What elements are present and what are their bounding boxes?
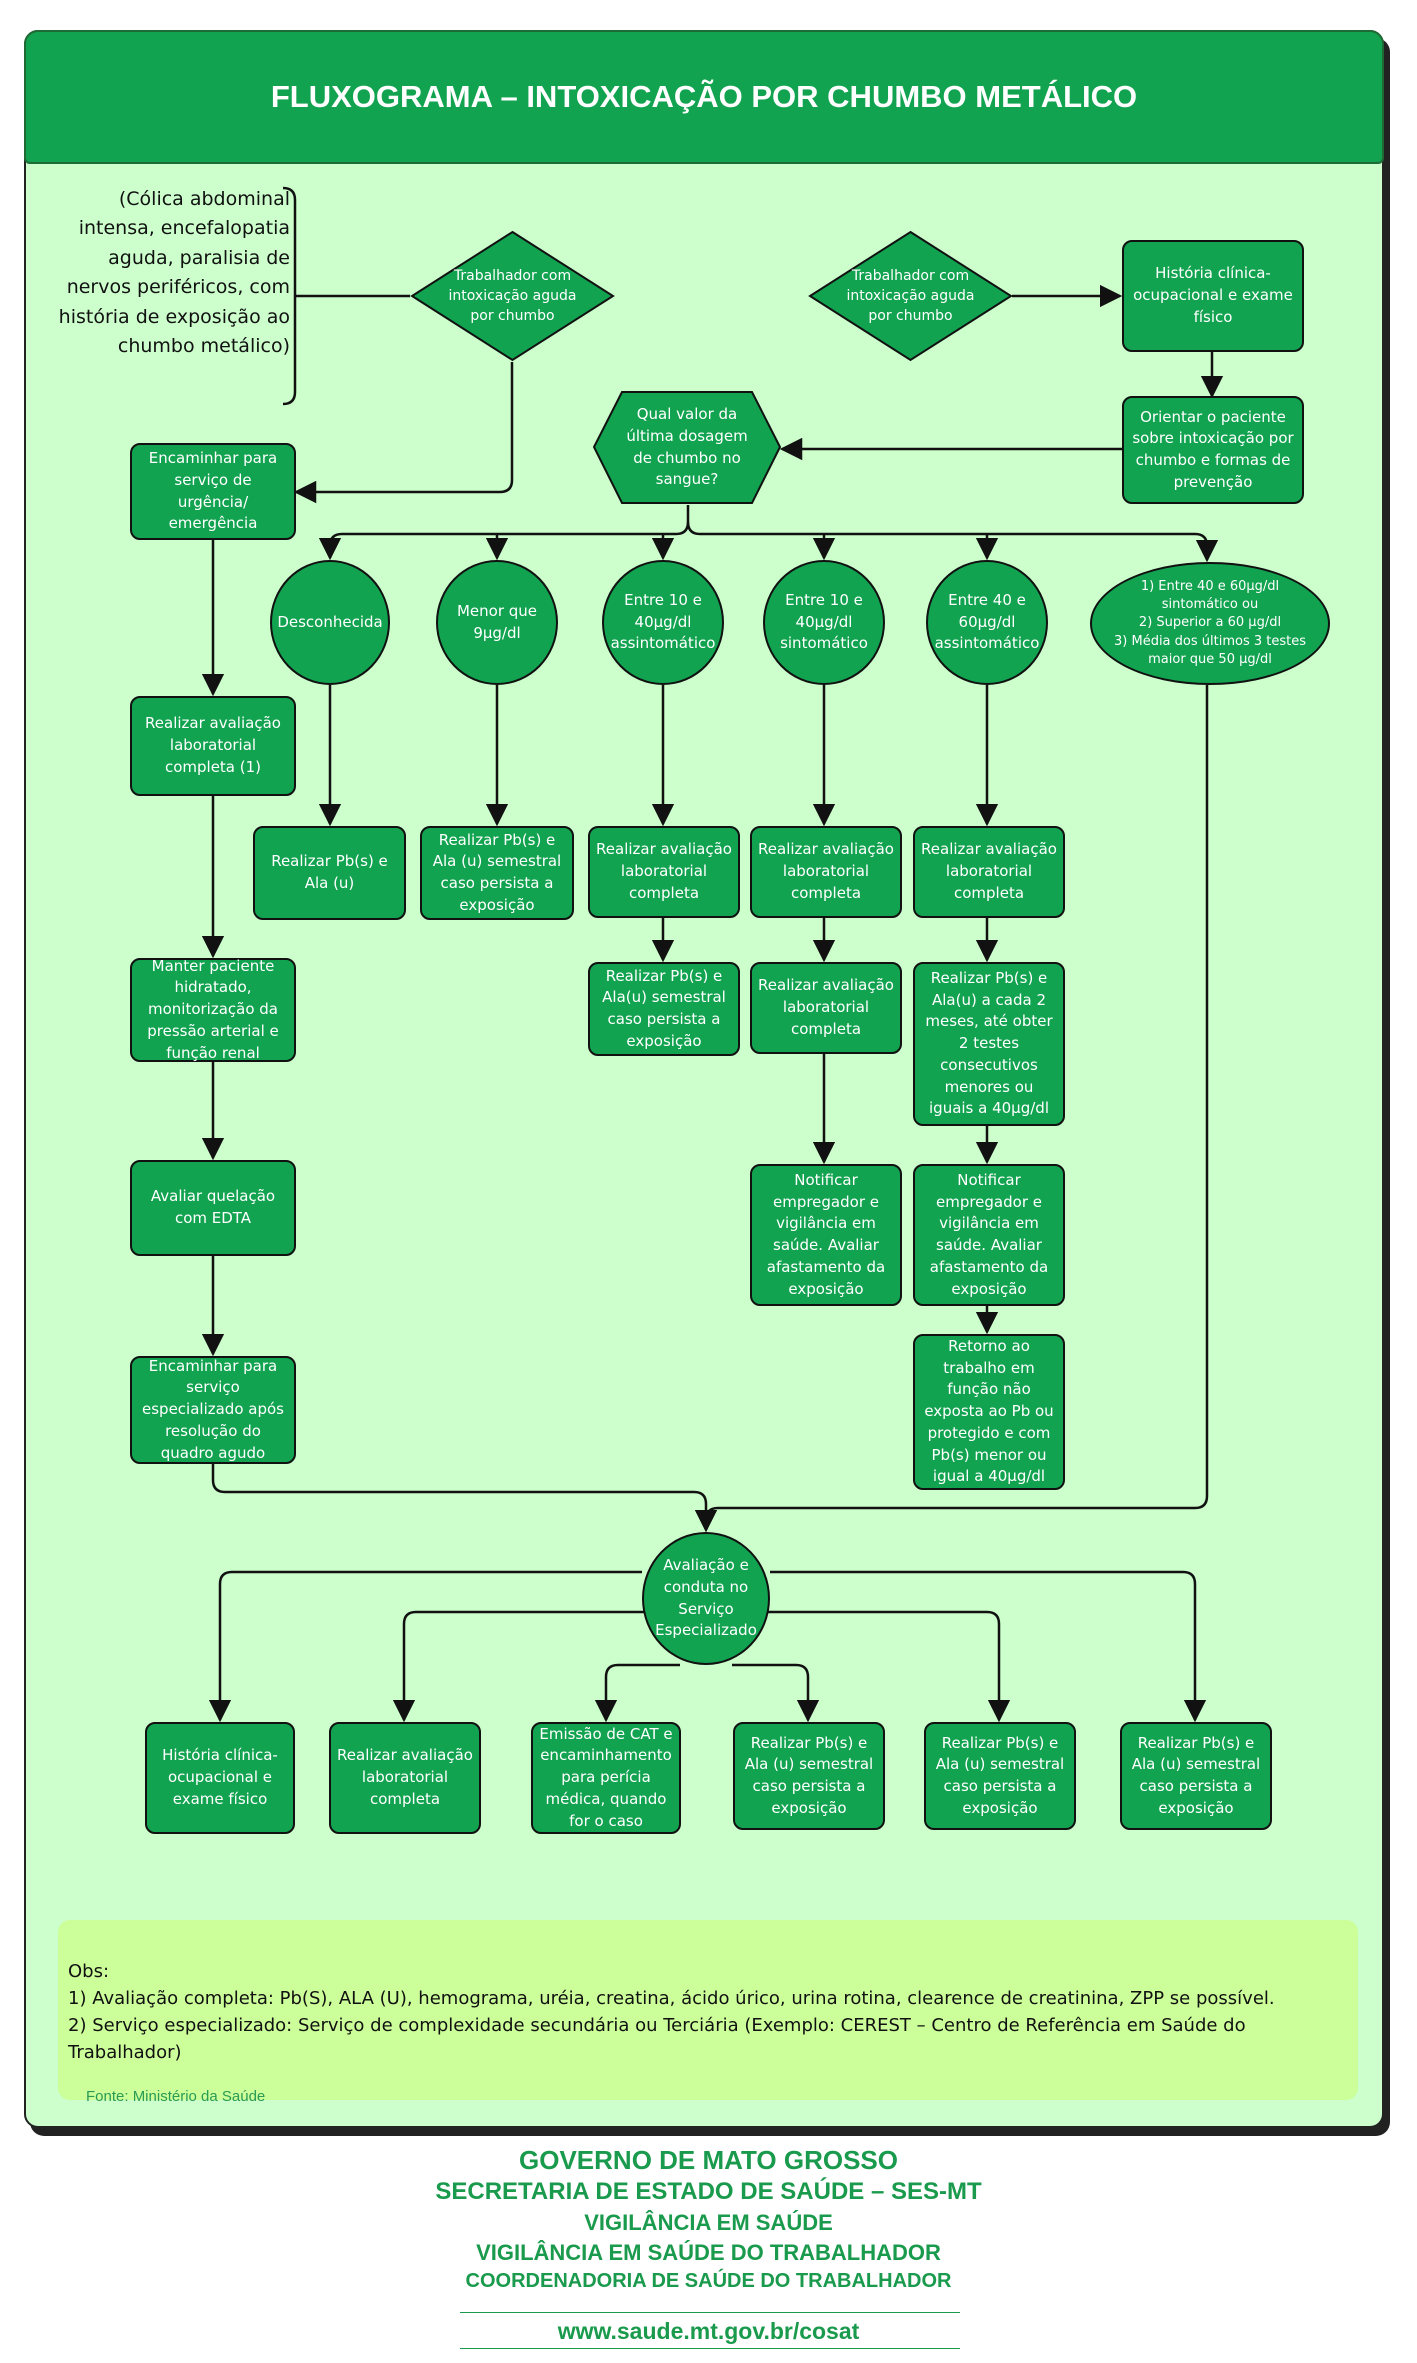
- hexagon-shape: [592, 391, 782, 504]
- footer-line-1: GOVERNO DE MATO GROSSO: [519, 2145, 898, 2175]
- edta-box: Avaliar quelação com EDTA: [130, 1160, 296, 1256]
- bottom-cat-box: Emissão de CAT e encaminhamento para per…: [531, 1722, 681, 1834]
- footer-line-3: VIGILÂNCIA EM SAÚDE: [584, 2210, 833, 2235]
- lab-col4-box: Realizar avaliação laboratorial completa: [750, 826, 902, 918]
- observations-panel: Obs: 1) Avaliação completa: Pb(S), ALA (…: [58, 1920, 1358, 2100]
- obs-line-1: 1) Avaliação completa: Pb(S), ALA (U), h…: [68, 1988, 1275, 2009]
- return-work-box: Retorno ao trabalho em função não expost…: [913, 1334, 1065, 1490]
- circle-40-60-asym: Entre 40 e 60µg/dl assintomático: [926, 560, 1048, 685]
- acute-left-diamond: Trabalhador com intoxicação aguda por ch…: [410, 230, 615, 362]
- acute-right-label: Trabalhador com intoxicação aguda por ch…: [846, 267, 975, 325]
- footer-line-2: SECRETARIA DE ESTADO DE SAÚDE – SES-MT: [435, 2178, 982, 2205]
- circle-10-40-sym: Entre 10 e 40µg/dl sintomático: [763, 560, 885, 685]
- orient-box: Orientar o paciente sobre intoxicação po…: [1122, 396, 1304, 504]
- obs-heading: Obs:: [68, 1961, 110, 1982]
- bottom-pb-box-3: Realizar Pb(s) e Ala (u) semestral caso …: [1120, 1722, 1272, 1830]
- circle-less-9: Menor que 9µg/dl: [436, 560, 558, 685]
- circle-10-40-asym: Entre 10 e 40µg/dl assintomático: [602, 560, 724, 685]
- obs-line-2: 2) Serviço especializado: Serviço de com…: [68, 2015, 1246, 2063]
- urgency-box: Encaminhar para serviço de urgência/ eme…: [130, 443, 296, 540]
- pb-2months-box: Realizar Pb(s) e Ala(u) a cada 2 meses, …: [913, 962, 1065, 1126]
- footer-divider-bottom: [460, 2348, 960, 2349]
- circle-unknown: Desconhecida: [270, 560, 390, 685]
- question-label: Qual valor da última dosagem de chumbo n…: [626, 405, 748, 489]
- page-title: FLUXOGRAMA – INTOXICAÇÃO POR CHUMBO METÁ…: [24, 30, 1384, 164]
- pb-semestral-box-2: Realizar Pb(s) e Ala(u) semestral caso p…: [588, 962, 740, 1056]
- specialized-after-box: Encaminhar para serviço especializado ap…: [130, 1356, 296, 1464]
- hydrate-box: Manter paciente hidratado, monitorização…: [130, 957, 296, 1062]
- oval-multi-criteria: 1) Entre 40 e 60µg/dl sintomático ou 2) …: [1090, 562, 1330, 685]
- acute-right-diamond: Trabalhador com intoxicação aguda por ch…: [808, 230, 1013, 362]
- pb-ala-box: Realizar Pb(s) e Ala (u): [253, 826, 406, 920]
- lab-col4b-box: Realizar avaliação laboratorial completa: [750, 962, 902, 1054]
- bottom-lab-box: Realizar avaliação laboratorial completa: [329, 1722, 481, 1834]
- lab-col3-box: Realizar avaliação laboratorial completa: [588, 826, 740, 918]
- diamond-shape: [808, 230, 1013, 362]
- notify-box-2: Notificar empregador e vigilância em saú…: [913, 1164, 1065, 1306]
- source-note: Fonte: Ministério da Saúde: [86, 2088, 266, 2105]
- footer-line-5: COORDENADORIA DE SAÚDE DO TRABALHADOR: [465, 2270, 952, 2292]
- lab-col5-box: Realizar avaliação laboratorial completa: [913, 826, 1065, 918]
- bottom-pb-box-2: Realizar Pb(s) e Ala (u) semestral caso …: [924, 1722, 1076, 1830]
- bottom-history-box: História clínica-ocupacional e exame fís…: [145, 1722, 295, 1834]
- footer-divider-top: [460, 2312, 960, 2313]
- lab-left-box: Realizar avaliação laboratorial completa…: [130, 696, 296, 796]
- bottom-pb-box-1: Realizar Pb(s) e Ala (u) semestral caso …: [733, 1722, 885, 1830]
- footer-line-4: VIGILÂNCIA EM SAÚDE DO TRABALHADOR: [476, 2240, 941, 2265]
- footer-url-link[interactable]: www.saude.mt.gov.br/cosat: [557, 2318, 860, 2344]
- eval-center-circle: Avaliação e conduta no Serviço Especiali…: [642, 1532, 770, 1665]
- question-hexagon: Qual valor da última dosagem de chumbo n…: [592, 390, 782, 505]
- notify-box-1: Notificar empregador e vigilância em saú…: [750, 1164, 902, 1306]
- left-note: (Cólica abdominal intensa, encefalopatia…: [58, 188, 290, 358]
- acute-left-label: Trabalhador com intoxicação aguda por ch…: [448, 267, 577, 325]
- history-top-box: História clínica-ocupacional e exame fís…: [1122, 240, 1304, 352]
- pb-semestral-box-1: Realizar Pb(s) e Ala (u) semestral caso …: [420, 826, 574, 920]
- diamond-shape: [410, 230, 615, 362]
